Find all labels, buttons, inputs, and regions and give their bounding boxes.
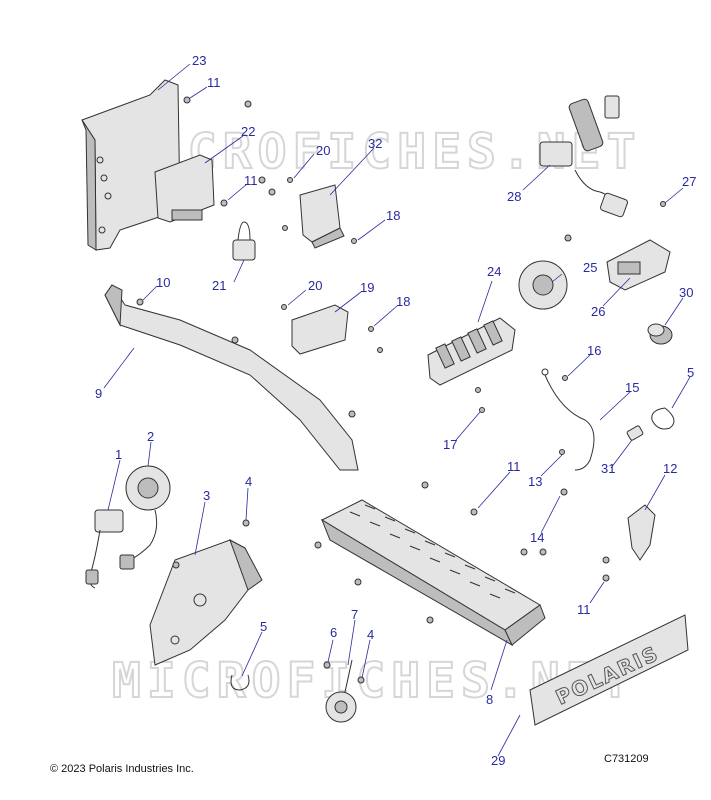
part-5-cable-tie-right <box>651 407 675 430</box>
callout-23: 23 <box>192 53 206 68</box>
callout-21: 21 <box>212 278 226 293</box>
part-8-perforated-tray <box>320 499 546 647</box>
callout-28: 28 <box>507 189 521 204</box>
callouts: 23 11 22 20 32 11 18 21 20 19 18 10 9 28… <box>95 53 696 768</box>
callout-5-a: 5 <box>687 365 694 380</box>
part-9-long-bracket <box>104 284 359 471</box>
callout-12: 12 <box>663 461 677 476</box>
part-32-module <box>299 184 345 249</box>
leader-lines <box>103 63 691 757</box>
callout-5-b: 5 <box>260 619 267 634</box>
fasteners <box>136 96 666 684</box>
callout-19: 19 <box>360 280 374 295</box>
callout-24: 24 <box>487 264 501 279</box>
part-2-round-switch <box>119 465 171 570</box>
copyright-text: © 2023 Polaris Industries Inc. <box>50 763 194 775</box>
callout-32: 32 <box>368 136 382 151</box>
part-31-clip <box>626 425 644 441</box>
part-23-mounting-plate <box>81 79 181 251</box>
callout-26: 26 <box>591 304 605 319</box>
callout-4-b: 4 <box>367 627 374 642</box>
callout-20-b: 20 <box>308 278 322 293</box>
callout-30: 30 <box>679 285 693 300</box>
callout-1: 1 <box>115 447 122 462</box>
callout-15: 15 <box>625 380 639 395</box>
part-12-small-bracket <box>627 504 656 561</box>
callout-20-a: 20 <box>316 143 330 158</box>
callout-6: 6 <box>330 625 337 640</box>
callout-4-a: 4 <box>245 474 252 489</box>
part-5-cable-tie-left <box>230 674 250 691</box>
part-21-relay <box>232 221 256 261</box>
callout-27: 27 <box>682 174 696 189</box>
part-26-connector-block <box>606 239 671 291</box>
callout-11-a: 11 <box>207 75 221 90</box>
part-25-round-component <box>518 260 568 310</box>
part-28-switch-harness <box>539 95 629 218</box>
callout-25: 25 <box>583 260 597 275</box>
callout-31: 31 <box>601 461 615 476</box>
callout-16: 16 <box>587 343 601 358</box>
part-15-ground-cable <box>541 368 595 471</box>
callout-9: 9 <box>95 386 102 401</box>
part-30-bushing <box>647 323 673 345</box>
callout-11-b: 11 <box>244 173 258 188</box>
part-1-switch-harness <box>85 509 124 589</box>
callout-29: 29 <box>491 753 505 768</box>
callout-2: 2 <box>147 429 154 444</box>
callout-3: 3 <box>203 488 210 503</box>
diagram-code: C731209 <box>604 753 649 765</box>
callout-18-a: 18 <box>386 208 400 223</box>
callout-7: 7 <box>351 607 358 622</box>
callout-11-c: 11 <box>507 459 521 474</box>
callout-10: 10 <box>156 275 170 290</box>
part-22-control-module <box>154 154 215 223</box>
callout-22: 22 <box>241 124 255 139</box>
callout-17: 17 <box>443 437 457 452</box>
callout-18-b: 18 <box>396 294 410 309</box>
callout-11-d: 11 <box>577 602 591 617</box>
callout-8: 8 <box>486 692 493 707</box>
part-24-fuse-block <box>427 317 516 386</box>
part-7-horn <box>325 659 357 723</box>
part-3-bracket <box>149 538 263 666</box>
part-19-module <box>291 304 349 355</box>
callout-14: 14 <box>530 530 544 545</box>
callout-13: 13 <box>528 474 542 489</box>
